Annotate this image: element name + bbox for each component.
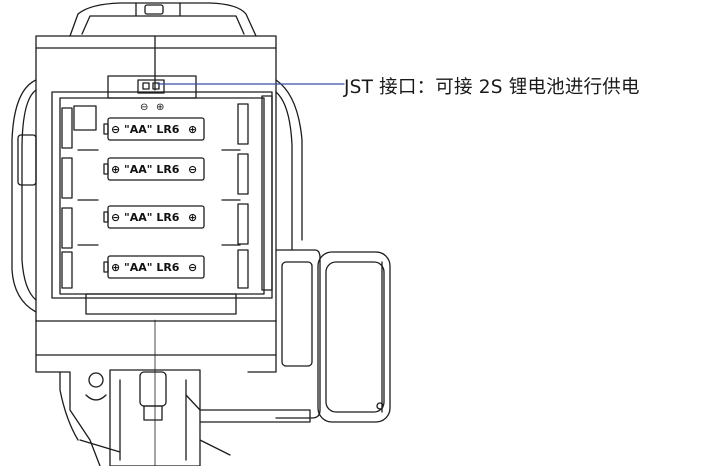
battery-cells: ⊖ "AA" LR6 ⊕ ⊕ "AA" LR6 ⊖ ⊖ "AA" LR6 ⊕ ⊕ "AA" LR6 ⊖ — [103, 117, 205, 279]
battery-cell: ⊕ "AA" LR6 ⊖ — [103, 255, 205, 279]
battery-label: "AA" LR6 — [124, 261, 180, 274]
battery-polarity-left: ⊕ — [111, 163, 120, 176]
battery-polarity-right: ⊖ — [188, 163, 197, 176]
left-contacts — [61, 105, 99, 289]
battery-terminal — [103, 211, 109, 223]
battery-polarity-left: ⊖ — [111, 123, 120, 136]
battery-cell: ⊖ "AA" LR6 ⊕ — [103, 117, 205, 141]
battery-terminal — [103, 261, 109, 273]
top-polarity-negative: ⊖ — [140, 102, 148, 113]
battery-terminal — [103, 163, 109, 175]
main-body — [35, 35, 277, 322]
steering-wheel — [275, 249, 391, 423]
right-contacts — [221, 95, 273, 291]
battery-polarity-left: ⊖ — [111, 211, 120, 224]
battery-terminal — [103, 123, 109, 135]
battery-polarity-right: ⊕ — [188, 123, 197, 136]
battery-polarity-right: ⊕ — [188, 211, 197, 224]
battery-cell: ⊕ "AA" LR6 ⊖ — [103, 157, 205, 181]
battery-compartment — [51, 91, 273, 315]
battery-polarity-left: ⊕ — [111, 261, 120, 274]
jst-connector — [107, 75, 197, 99]
top-polarity-positive: ⊕ — [156, 102, 164, 113]
jst-callout-label: JST 接口：可接 2S 锂电池进行供电 — [344, 77, 640, 98]
battery-label: "AA" LR6 — [124, 163, 180, 176]
battery-cell: ⊖ "AA" LR6 ⊕ — [103, 205, 205, 229]
lower-body — [35, 319, 311, 467]
battery-polarity-right: ⊖ — [188, 261, 197, 274]
top-cap — [69, 2, 257, 37]
battery-label: "AA" LR6 — [124, 211, 180, 224]
left-grip — [11, 79, 37, 313]
right-grip — [275, 79, 303, 251]
battery-label: "AA" LR6 — [124, 123, 180, 136]
